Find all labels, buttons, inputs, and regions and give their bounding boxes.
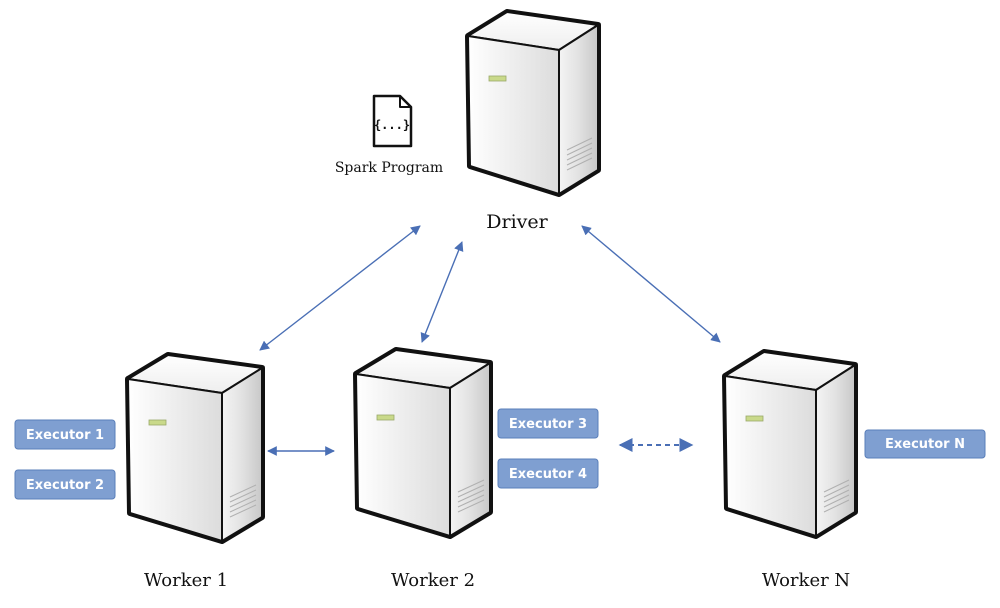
indicator-light <box>148 419 167 426</box>
executor-1-badge: Executor 1 <box>14 419 116 450</box>
arrow-driver-worker2 <box>420 241 464 343</box>
executor-n-badge: Executor N <box>864 429 986 459</box>
indicator-light <box>376 414 395 421</box>
executor-4-label: Executor 4 <box>509 467 587 482</box>
executor-2-badge: Executor 2 <box>14 469 116 500</box>
worker-2-server-icon <box>353 347 493 539</box>
executor-3-badge: Executor 3 <box>497 408 599 439</box>
worker-n-server-icon <box>722 349 858 539</box>
code-file-icon: {...} <box>372 94 413 148</box>
indicator-light <box>488 75 507 82</box>
executor-3-label: Executor 3 <box>509 417 587 432</box>
spark-program-label: Spark Program <box>335 160 443 176</box>
executor-2-label: Executor 2 <box>26 478 104 493</box>
connections <box>259 225 721 456</box>
arrow-driver-workerN <box>581 225 721 343</box>
worker-n-label: Worker N <box>762 570 850 591</box>
worker-1-server-icon <box>125 352 265 544</box>
executor-4-badge: Executor 4 <box>497 458 599 489</box>
indicator-light <box>745 415 764 422</box>
driver-label: Driver <box>486 211 548 233</box>
executor-n-label: Executor N <box>885 437 965 452</box>
worker-1-label: Worker 1 <box>144 570 228 591</box>
executor-1-label: Executor 1 <box>26 428 104 443</box>
code-file-icon-glyph: {...} <box>374 118 410 132</box>
driver-server-icon <box>465 9 601 197</box>
worker-2-label: Worker 2 <box>391 570 475 591</box>
arrow-driver-worker1 <box>259 225 421 351</box>
